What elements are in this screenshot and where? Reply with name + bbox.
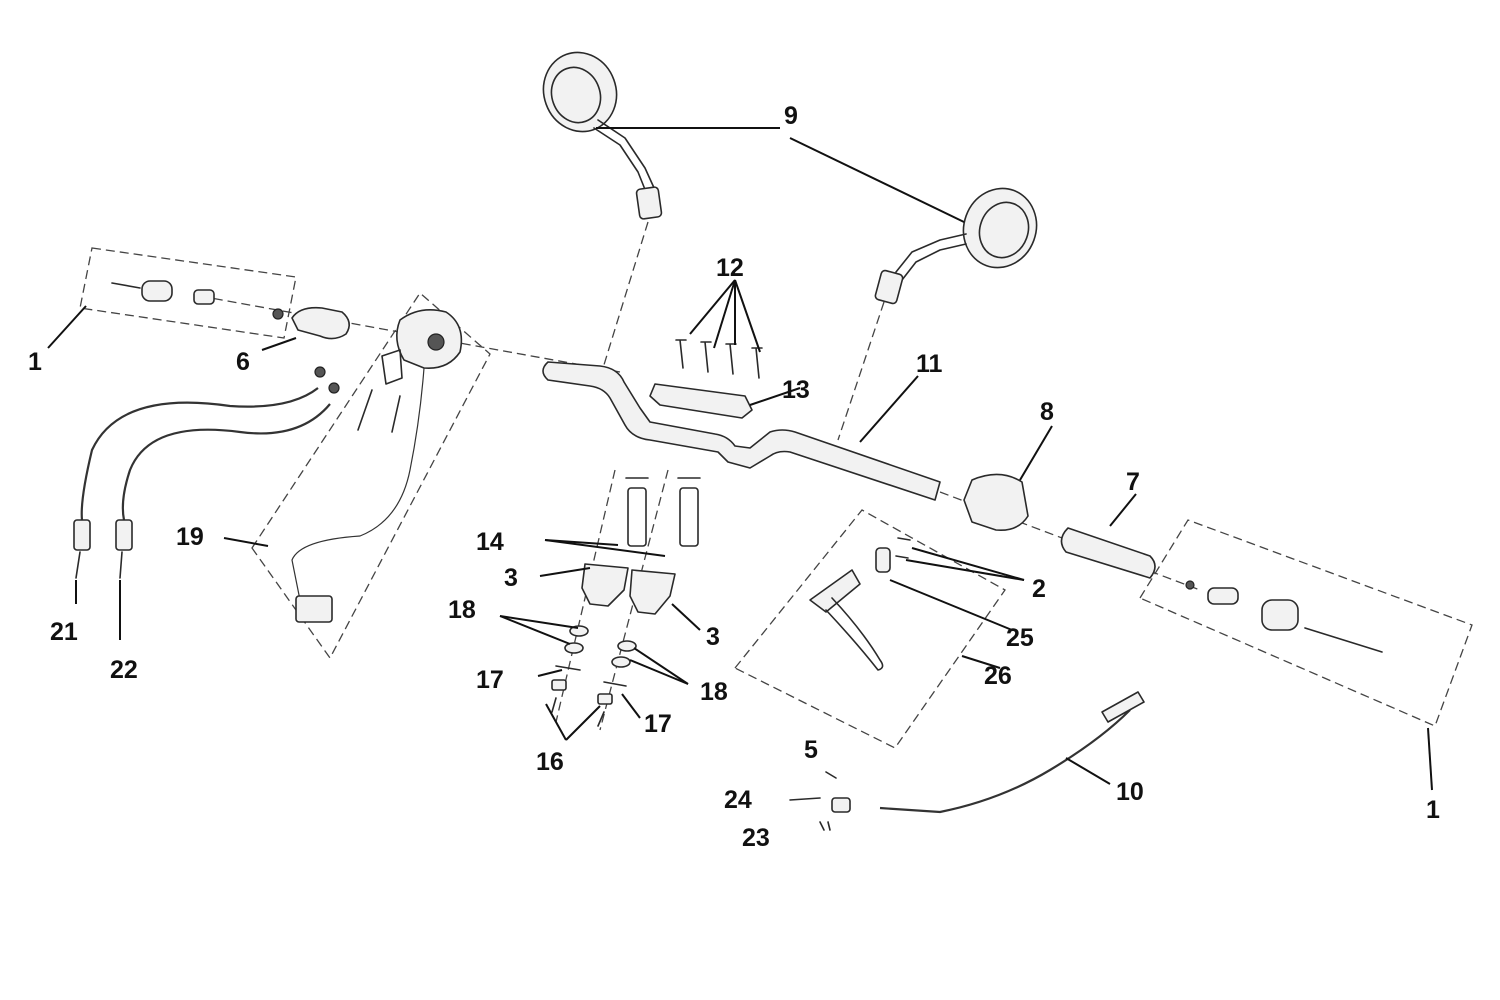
mirror-right-mount-line (837, 301, 885, 441)
callout-5: 5 (804, 736, 818, 764)
callout-16: 16 (536, 748, 564, 776)
grip-holder-part-6 (291, 306, 350, 340)
callout-23: 23 (742, 824, 770, 852)
clutch-lever (809, 537, 911, 671)
callout-3-right: 3 (706, 623, 720, 651)
callout-25: 25 (1006, 624, 1034, 652)
clutch-lever-group-box (733, 509, 1006, 749)
callout-13: 13 (782, 376, 810, 404)
callout-9: 9 (784, 102, 798, 130)
callout-18-left: 18 (448, 596, 476, 624)
callout-labels: 9 12 13 11 8 7 14 3 3 18 18 17 17 16 19 … (28, 102, 1440, 852)
callout-21: 21 (50, 618, 78, 646)
callout-19: 19 (176, 523, 204, 551)
switch-housing (963, 473, 1029, 532)
callout-24: 24 (724, 786, 752, 814)
mirror-left-mount-line (602, 221, 649, 369)
callout-8: 8 (1040, 398, 1054, 426)
leader-lines (47, 127, 1433, 791)
throttle-cables (73, 366, 340, 579)
clutch-cable (789, 691, 1145, 831)
riser-bolts (625, 477, 701, 547)
throttle-housing (291, 309, 463, 623)
callout-12: 12 (716, 254, 744, 282)
callout-10: 10 (1116, 778, 1144, 806)
left-grip-group-box (79, 247, 297, 339)
right-grip-group-box (1139, 519, 1473, 727)
right-grip-parts (1185, 580, 1383, 653)
callout-2: 2 (1032, 575, 1046, 603)
callout-18-right: 18 (700, 678, 728, 706)
callout-17-left: 17 (476, 666, 504, 694)
lower-holder-left (581, 563, 629, 607)
washers-nuts (551, 625, 637, 727)
callout-1-left: 1 (28, 348, 42, 376)
callout-6: 6 (236, 348, 250, 376)
grip (1060, 527, 1156, 579)
callout-17-right: 17 (644, 710, 672, 738)
bolts (675, 339, 763, 379)
callout-3-left: 3 (504, 564, 518, 592)
left-grip-parts (111, 280, 284, 320)
callout-11: 11 (916, 350, 943, 378)
callout-14: 14 (476, 528, 504, 556)
upper-holder (649, 383, 753, 419)
callout-22: 22 (110, 656, 138, 684)
callout-7: 7 (1126, 468, 1140, 496)
mirror-right (874, 187, 1038, 305)
callout-26: 26 (984, 662, 1012, 690)
mirror-left (542, 51, 663, 220)
handlebar (542, 361, 941, 501)
callout-1-right: 1 (1426, 796, 1440, 824)
lower-holder-right (629, 569, 676, 615)
